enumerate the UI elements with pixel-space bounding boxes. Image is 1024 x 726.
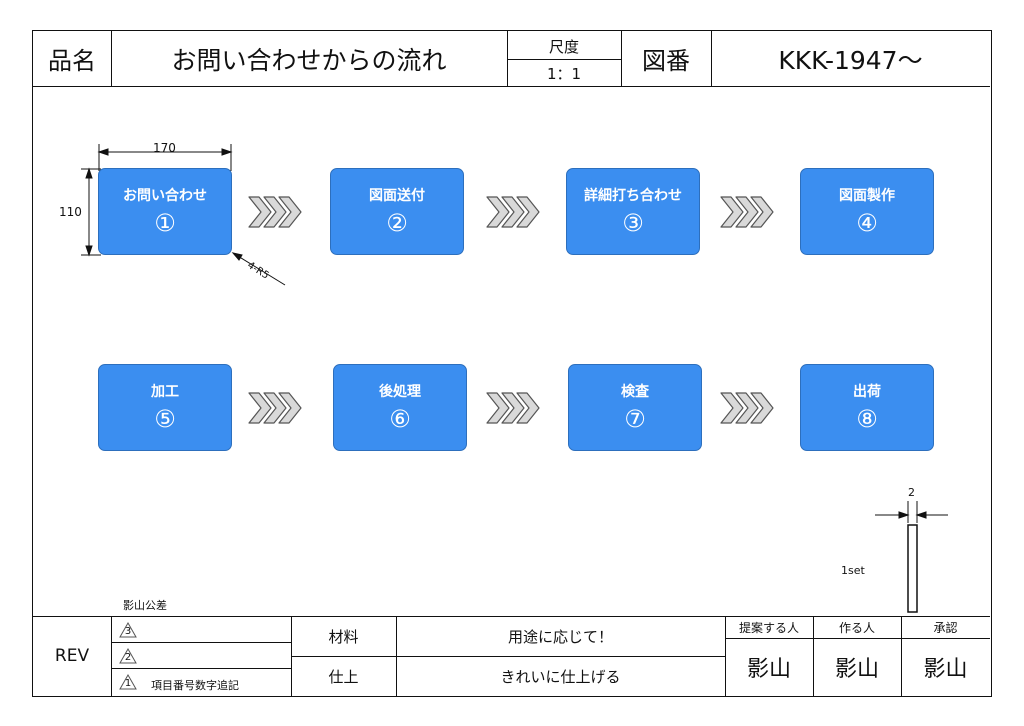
dim-width-label: 170 <box>153 141 176 155</box>
drawing-no-label: 図番 <box>642 47 690 75</box>
header-divider <box>33 86 990 87</box>
footer-sep-sign-1 <box>813 616 814 696</box>
drawing-no-value: KKK-1947～ <box>778 45 923 75</box>
material-row-line <box>291 656 725 657</box>
product-value: お問い合わせからの流れ <box>171 45 447 75</box>
rev-note: 項目番号数字追記 <box>151 679 239 692</box>
product-label: 品名 <box>48 47 96 75</box>
flow-step-label: お問い合わせ <box>123 187 207 204</box>
rev-mark: 1 <box>124 677 132 689</box>
sign-header-line <box>725 638 990 639</box>
thickness-label: 2 <box>908 486 915 499</box>
flow-step-2: 図面送付 ② <box>330 168 464 255</box>
footer-sep-sign-2 <box>901 616 902 696</box>
chevron-arrow-icon <box>720 196 774 228</box>
flow-step-3: 詳細打ち合わせ ③ <box>566 168 700 255</box>
tolerance-note: 影山公差 <box>123 599 167 612</box>
flow-step-5: 加工 ⑤ <box>98 364 232 451</box>
scale-label: 尺度 <box>548 37 579 56</box>
header-sep-2 <box>507 31 508 86</box>
proposer-name: 影山 <box>746 657 791 682</box>
chevron-arrow-icon <box>486 392 540 424</box>
flow-step-6: 後処理 ⑥ <box>333 364 467 451</box>
flow-step-label: 出荷 <box>853 383 881 400</box>
flow-step-number: ① <box>154 208 176 237</box>
drawing-sheet: 品名 お問い合わせからの流れ 尺度 1：1 図番 KKK-1947～ お問い合わ… <box>32 30 992 697</box>
chevron-arrow-icon <box>248 196 302 228</box>
flow-step-number: ⑧ <box>856 404 878 433</box>
flow-step-7: 検査 ⑦ <box>568 364 702 451</box>
rev-mark: 3 <box>124 625 132 637</box>
flow-step-number: ⑤ <box>154 404 176 433</box>
flow-step-label: 加工 <box>151 383 179 400</box>
footer-sep-values <box>725 616 726 696</box>
flow-step-label: 図面製作 <box>839 187 895 204</box>
proposer-label: 提案する人 <box>738 620 799 635</box>
maker-label: 作る人 <box>838 620 875 635</box>
flow-step-number: ⑦ <box>624 404 646 433</box>
header-sep-1 <box>111 31 112 86</box>
finish-value: きれいに仕上げる <box>500 667 621 686</box>
flow-step-label: 後処理 <box>379 383 421 400</box>
approver-label: 承認 <box>933 620 958 635</box>
finish-label: 仕上 <box>328 667 359 686</box>
chevron-arrow-icon <box>720 392 774 424</box>
flow-step-number: ③ <box>622 208 644 237</box>
flow-step-label: 図面送付 <box>369 187 425 204</box>
chevron-arrow-icon <box>248 392 302 424</box>
maker-name: 影山 <box>834 657 879 682</box>
header-sep-4 <box>711 31 712 86</box>
scale-divider <box>507 59 621 60</box>
rev-row-line-1 <box>111 642 291 643</box>
flow-step-label: 検査 <box>621 383 649 400</box>
thickness-detail <box>875 501 948 613</box>
flow-step-number: ④ <box>856 208 878 237</box>
dimension-lines <box>81 144 286 286</box>
flow-step-number: ⑥ <box>389 404 411 433</box>
footer-top-line <box>33 616 990 617</box>
chevron-arrow-icon <box>486 196 540 228</box>
revision-triangles <box>119 621 137 690</box>
flow-step-8: 出荷 ⑧ <box>800 364 934 451</box>
approver-name: 影山 <box>923 657 968 682</box>
rev-row-line-2 <box>111 668 291 669</box>
rev-mark: 2 <box>124 651 132 663</box>
dim-height-label: 110 <box>59 205 82 219</box>
flow-step-label: 詳細打ち合わせ <box>584 187 682 204</box>
footer-sep-rev <box>111 616 112 696</box>
flow-step-number: ② <box>386 208 408 237</box>
flow-step-1: お問い合わせ ① <box>98 168 232 255</box>
header-sep-3 <box>621 31 622 86</box>
rev-label: REV <box>54 646 90 666</box>
flow-step-4: 図面製作 ④ <box>800 168 934 255</box>
quantity-label: 1set <box>841 564 865 577</box>
scale-value: 1：1 <box>546 64 582 83</box>
material-value: 用途に応じて！ <box>507 627 613 646</box>
material-label: 材料 <box>328 627 359 646</box>
